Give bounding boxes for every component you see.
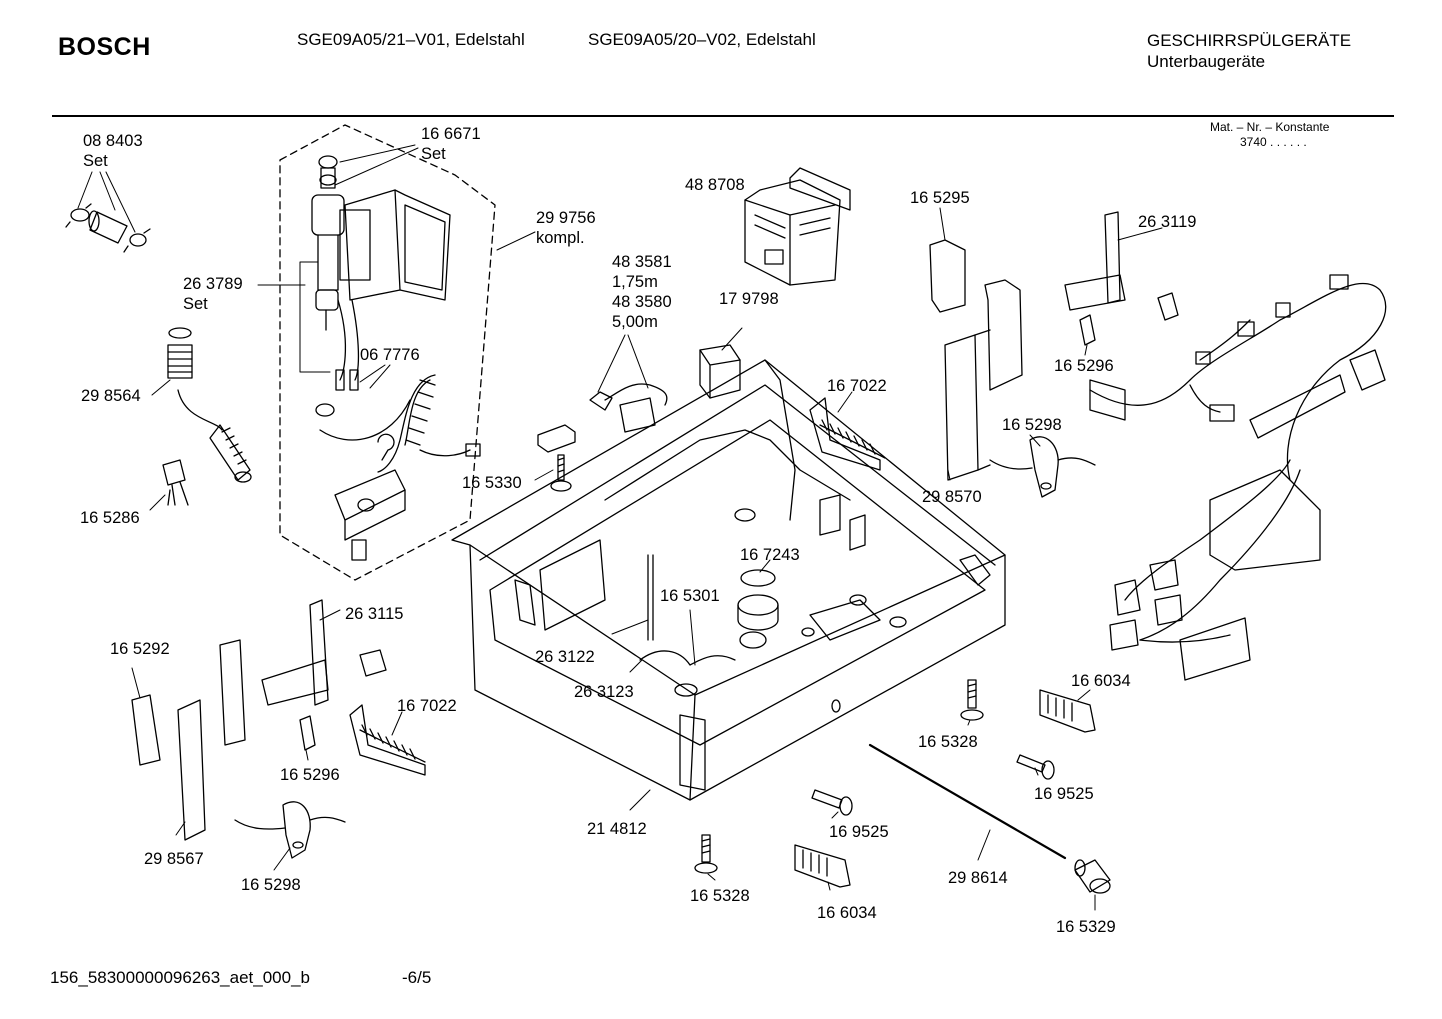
part-label-165298-lower: 16 5298 (241, 876, 301, 894)
guide-rod-part (647, 554, 654, 641)
pressure-switch-part (699, 344, 741, 399)
screw-part-b (960, 679, 984, 721)
material-constant-value: 3740 . . . . . . (1240, 135, 1307, 149)
part-label-488708: 48 8708 (685, 176, 745, 194)
part-label-165298-upper: 16 5298 (1002, 416, 1062, 434)
part-label-165295: 16 5295 (910, 189, 970, 207)
leader-lines (77, 144, 1163, 911)
screw-part-a (550, 454, 572, 492)
part-label-165301: 16 5301 (660, 587, 720, 605)
part-label-169525-center: 16 9525 (829, 823, 889, 841)
part-label-165328-bottom: 16 5328 (690, 887, 750, 905)
connecting-rod-part (868, 743, 1067, 860)
part-label-166034-center: 16 6034 (817, 904, 877, 922)
part-label-179798: 17 9798 (719, 290, 779, 308)
part-label-166034-right: 16 6034 (1071, 672, 1131, 690)
part-label-165296-lower: 16 5296 (280, 766, 340, 784)
terminal-strip-part-a (1039, 689, 1096, 733)
category-block: GESCHIRRSPÜLGERÄTE Unterbaugeräte (1147, 30, 1351, 72)
part-label-263119: 26 3119 (1138, 213, 1197, 231)
door-lock-part-b (234, 801, 346, 859)
base-tub-part (451, 359, 1006, 801)
hose-clip-part (377, 433, 395, 461)
part-label-169525-right: 16 9525 (1034, 785, 1094, 803)
part-label-263122: 26 3122 (535, 648, 595, 666)
heater-element-part-b (349, 704, 426, 776)
part-label-165330: 16 5330 (462, 474, 522, 492)
door-lock-part-a (989, 436, 1096, 498)
door-switch-part (537, 424, 576, 453)
part-label-167243: 16 7243 (740, 546, 800, 564)
document-id: 156_58300000096263_aet_000_b (50, 968, 310, 987)
part-label-165286: 16 5286 (80, 509, 140, 527)
knob-part (1074, 859, 1111, 894)
part-label-167022-lower: 16 7022 (397, 697, 457, 715)
heater-element-part-a (809, 397, 886, 471)
part-label-298570: 29 8570 (922, 488, 982, 506)
sensor-bracket-part (334, 469, 406, 561)
drain-hose-part (177, 389, 252, 483)
main-wiring-harness-part (1089, 274, 1387, 681)
part-label-298614: 29 8614 (948, 869, 1008, 887)
part-label-298567: 29 8567 (144, 850, 204, 868)
part-label-263115: 26 3115 (345, 605, 404, 623)
part-label-067776: 06 7776 (360, 346, 420, 364)
page-number: -6/5 (402, 968, 432, 987)
category-title: GESCHIRRSPÜLGERÄTE (1147, 31, 1352, 50)
side-bracket-part-b (177, 599, 387, 841)
model-label-2: SGE09A05/20–V02, Edelstahl (588, 30, 816, 49)
material-constant: Mat. – Nr. – Konstante 3740 . . . . . . (1210, 120, 1329, 150)
part-label-165329: 16 5329 (1056, 918, 1116, 936)
part-label-263123: 26 3123 (574, 683, 634, 701)
water-inlet-valve-part (311, 155, 371, 331)
brand-logo: BOSCH (58, 33, 151, 61)
side-bracket-part-a (929, 239, 1023, 481)
assembly-dashed-outline (279, 124, 496, 581)
retaining-clip-part (162, 459, 189, 506)
part-label-167022-upper: 16 7022 (827, 377, 887, 395)
screw-part-c (1016, 754, 1055, 780)
part-label-214812: 21 4812 (587, 820, 647, 838)
screw-part-e (694, 834, 718, 874)
part-label-165292: 16 5292 (110, 640, 170, 658)
power-cable-part (589, 383, 668, 433)
spring-part (167, 327, 193, 379)
part-label-165296-upper: 16 5296 (1054, 357, 1114, 375)
panel-part (131, 694, 161, 766)
valve-housing-part (344, 189, 451, 301)
wire-harness-small (337, 299, 360, 381)
top-bracket-part (1064, 211, 1179, 321)
clip-part-b (299, 715, 316, 751)
clip-part-a (1079, 314, 1096, 346)
part-label-298564: 29 8564 (81, 387, 141, 405)
terminal-strip-part-b (794, 844, 851, 888)
level-sensor-wire-part (639, 650, 736, 697)
coiled-hose-part (319, 374, 481, 473)
model-label-1: SGE09A05/21–V01, Edelstahl (297, 30, 525, 49)
category-subtitle: Unterbaugeräte (1147, 52, 1266, 71)
control-module-part (744, 167, 851, 286)
part-label-165328-right: 16 5328 (918, 733, 978, 751)
float-ring-part (737, 569, 779, 649)
hose-clamp-set-part (65, 203, 151, 253)
material-constant-label: Mat. – Nr. – Konstante (1210, 120, 1330, 134)
header-rule (52, 115, 1394, 117)
screw-part-d (811, 789, 853, 816)
